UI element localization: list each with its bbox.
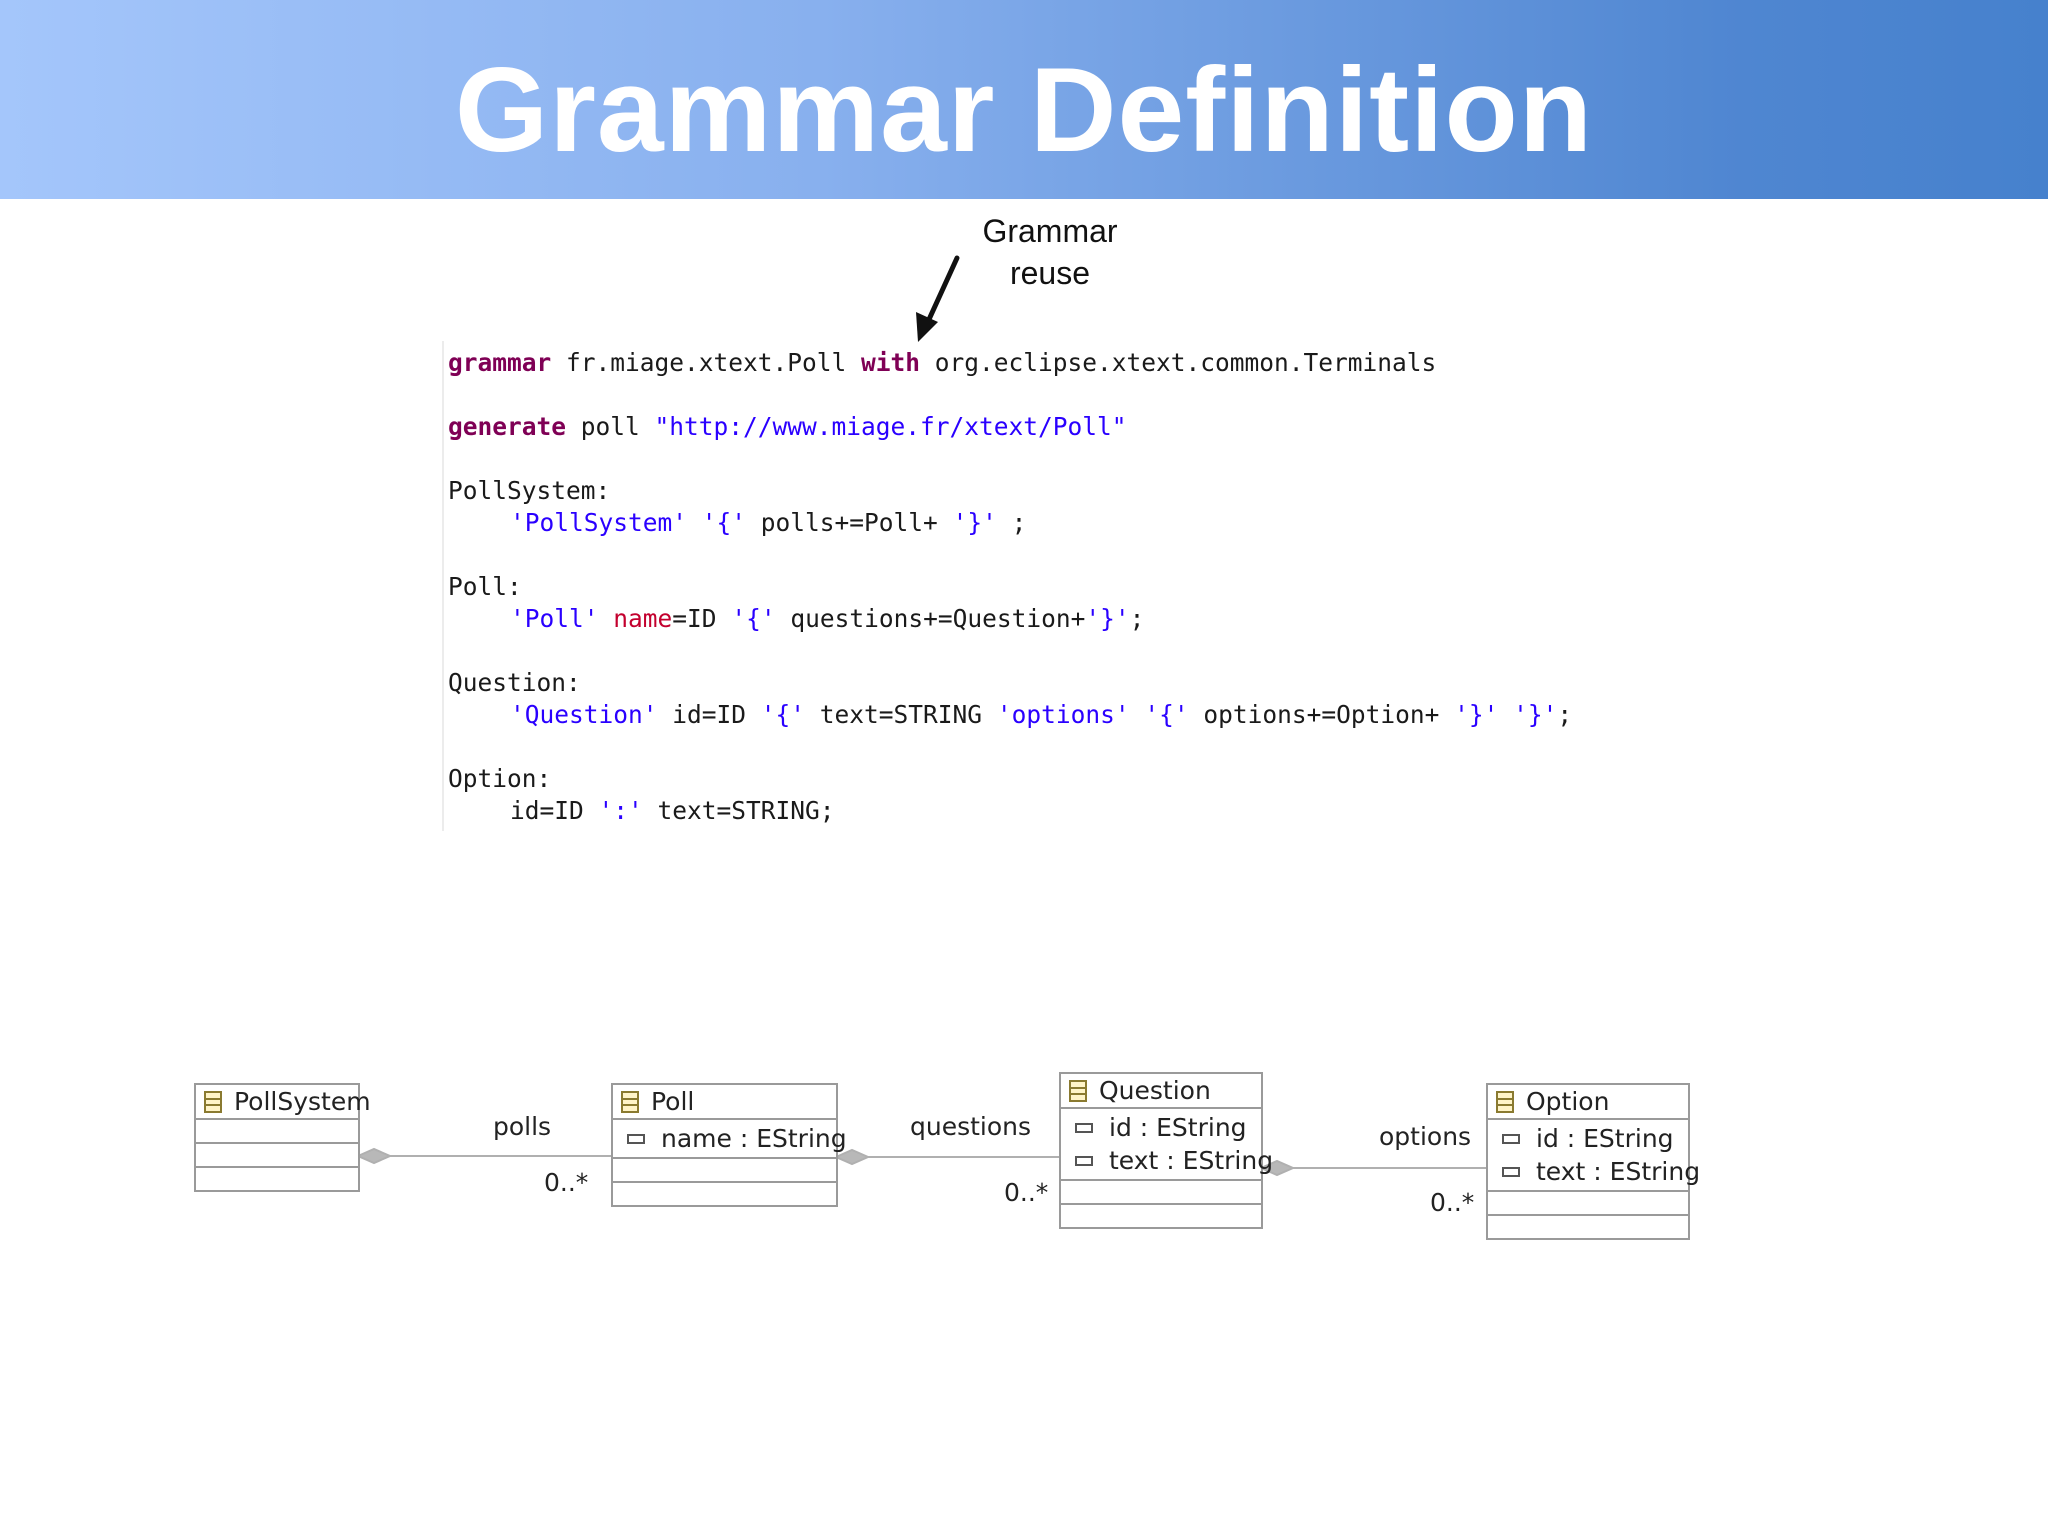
code-line-pollsystem-body: 'PollSystem' '{' polls+=Poll+ '}' ;: [510, 508, 1027, 537]
extra-compartment: [196, 1168, 358, 1190]
code-line-question-rule: Question:: [448, 668, 581, 697]
operation-compartment: [196, 1144, 358, 1168]
operation-compartment: [613, 1159, 836, 1183]
class-icon: [204, 1091, 222, 1113]
attribute-icon: [1075, 1156, 1093, 1166]
uml-class-header: Option: [1488, 1085, 1688, 1120]
class-name: Question: [1099, 1076, 1211, 1105]
uml-class-header: Poll: [613, 1085, 836, 1120]
extra-compartment: [1061, 1205, 1261, 1227]
attribute-icon: [1075, 1123, 1093, 1133]
class-name: Option: [1526, 1087, 1610, 1116]
class-name: PollSystem: [234, 1087, 371, 1116]
uml-class-pollsystem[interactable]: PollSystem: [194, 1083, 371, 1192]
grammar-reuse-annotation: Grammar reuse: [940, 210, 1160, 294]
attribute-icon: [1502, 1134, 1520, 1144]
association-role-options: options: [1379, 1122, 1472, 1151]
attribute-compartment: name : EString: [613, 1120, 847, 1159]
operation-compartment: [1061, 1181, 1261, 1205]
association-role-questions: questions: [910, 1112, 1032, 1141]
attribute-icon: [1502, 1167, 1520, 1177]
association-role-polls: polls: [493, 1112, 552, 1141]
class-icon: [1069, 1080, 1087, 1102]
association-multiplicity-options: 0..*: [1430, 1188, 1475, 1217]
uml-attribute: text : EString: [1061, 1144, 1273, 1177]
code-line-pollsystem-rule: PollSystem:: [448, 476, 611, 505]
code-line-option-rule: Option:: [448, 764, 552, 793]
attribute-compartment: id : EString text : EString: [1488, 1120, 1700, 1192]
attribute-compartment: id : EString text : EString: [1061, 1109, 1273, 1181]
code-line-option-body: id=ID ':' text=STRING;: [510, 796, 835, 825]
uml-class-question[interactable]: Question id : EString text : EString: [1059, 1072, 1273, 1229]
attribute-icon: [627, 1134, 645, 1144]
association-lines: [355, 1147, 1486, 1177]
uml-class-diagram: PollSystem polls 0..* Poll name : EStrin…: [0, 1040, 2048, 1300]
code-line-poll-body: 'Poll' name=ID '{' questions+=Question+'…: [510, 604, 1145, 633]
extra-compartment: [1488, 1216, 1688, 1238]
code-line-question-body: 'Question' id=ID '{' text=STRING 'option…: [510, 700, 1573, 729]
association-multiplicity-questions: 0..*: [1004, 1178, 1049, 1207]
composition-diamond-icon: [355, 1147, 393, 1165]
code-line-grammar: grammar fr.miage.xtext.Poll with org.ecl…: [448, 348, 1437, 377]
operation-compartment: [1488, 1192, 1688, 1216]
annotation-line-2: reuse: [1009, 255, 1091, 291]
composition-diamond-icon: [1258, 1159, 1296, 1177]
uml-attribute: name : EString: [613, 1122, 847, 1155]
class-icon: [1496, 1091, 1514, 1113]
class-name: Poll: [651, 1087, 695, 1116]
composition-diamond-icon: [833, 1148, 871, 1166]
uml-class-poll[interactable]: Poll name : EString: [611, 1083, 847, 1207]
class-icon: [621, 1091, 639, 1113]
uml-attribute: text : EString: [1488, 1155, 1700, 1188]
code-line-poll-rule: Poll:: [448, 572, 522, 601]
annotation-line-1: Grammar: [982, 213, 1118, 249]
code-line-generate: generate poll "http://www.miage.fr/xtext…: [448, 412, 1127, 441]
arrow-icon: [916, 255, 960, 342]
uml-class-header: Question: [1061, 1074, 1261, 1109]
attribute-compartment: [196, 1120, 358, 1144]
uml-class-option[interactable]: Option id : EString text : EString: [1486, 1083, 1700, 1240]
association-multiplicity-polls: 0..*: [544, 1168, 589, 1197]
extra-compartment: [613, 1183, 836, 1205]
title-bar: [0, 0, 2048, 199]
uml-attribute: id : EString: [1488, 1122, 1688, 1155]
uml-class-header: PollSystem: [196, 1085, 371, 1120]
slide-title: Grammar Definition: [454, 43, 1594, 177]
uml-attribute: id : EString: [1061, 1111, 1261, 1144]
xtext-grammar-code: grammar fr.miage.xtext.Poll with org.ecl…: [442, 341, 1604, 831]
